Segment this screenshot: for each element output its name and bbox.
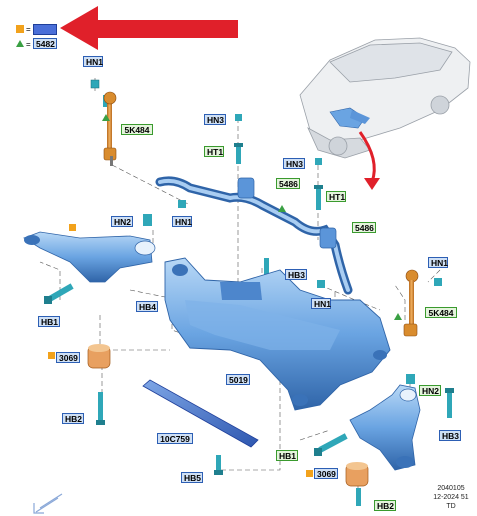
- label-ht1-top[interactable]: HT1: [204, 146, 224, 157]
- end-link-left: [103, 91, 117, 166]
- svg-text:=: =: [26, 25, 31, 34]
- legend-square-icon: [16, 25, 24, 33]
- bolt-hb2-left: [96, 392, 105, 425]
- vehicle-suspension-highlight-2: [350, 110, 370, 124]
- drawing-stamp: 2040105 12-2024 51 TD: [428, 484, 474, 511]
- label-hn1-low[interactable]: HN1: [311, 298, 331, 309]
- square-marker: [48, 352, 55, 359]
- label-hn3-right[interactable]: HN3: [283, 158, 305, 169]
- bolt-hb3-right: [445, 388, 454, 418]
- nut-hn1-top: [90, 79, 100, 89]
- underbody-shield-10C759: [142, 379, 259, 448]
- triangle-marker: [394, 313, 402, 320]
- bushing-left-3069: [87, 344, 111, 369]
- label-hb3-right[interactable]: HB3: [439, 430, 461, 441]
- bolt-hb1-left: [44, 283, 74, 304]
- svg-text:=: =: [26, 40, 31, 49]
- control-arm-right: [349, 374, 421, 471]
- bar-bushing-left: [237, 177, 255, 199]
- label-3069-left[interactable]: 3069: [56, 352, 80, 363]
- label-hn1-mid[interactable]: HN1: [172, 216, 192, 227]
- direction-arrow-icon: [33, 493, 63, 514]
- nut-hn1-mid: [178, 200, 186, 208]
- label-5019[interactable]: 5019: [226, 374, 250, 385]
- stamp-line-1: 2040105: [437, 485, 465, 492]
- label-hn1-right[interactable]: HN1: [428, 257, 448, 268]
- bolt-hb5: [214, 455, 223, 475]
- label-5486-top[interactable]: 5486: [276, 178, 300, 189]
- bolt-hb1-right: [314, 433, 348, 456]
- bolt-hb2-right: [356, 488, 361, 506]
- legend-square-code[interactable]: 5479: [33, 24, 57, 35]
- legend-triangle-icon: [16, 40, 24, 47]
- subframe-5019: [164, 257, 391, 411]
- label-hb2-left[interactable]: HB2: [62, 413, 84, 424]
- nut-hn1-low: [317, 280, 325, 288]
- label-ht1-right[interactable]: HT1: [326, 191, 346, 202]
- bolt-ht1-top: [234, 143, 243, 164]
- stamp-line-3: TD: [446, 503, 456, 510]
- label-hn3-top[interactable]: HN3: [204, 114, 226, 125]
- vehicle-outline: [299, 37, 471, 159]
- label-hn2-left[interactable]: HN2: [111, 216, 133, 227]
- square-marker: [306, 470, 313, 477]
- label-hb5[interactable]: HB5: [181, 472, 203, 483]
- label-5k484-left[interactable]: 5K484: [121, 124, 153, 135]
- nut-hn3-top: [235, 114, 242, 121]
- label-hb2-right[interactable]: HB2: [374, 500, 396, 511]
- label-5k484-right[interactable]: 5K484: [425, 307, 457, 318]
- bolt-hb3-mid: [264, 258, 269, 278]
- label-hb4[interactable]: HB4: [136, 301, 158, 312]
- label-3069-right[interactable]: 3069: [314, 468, 338, 479]
- square-marker: [69, 224, 76, 231]
- nut-hn3-right: [315, 158, 322, 165]
- bolt-ht1-right: [314, 185, 323, 210]
- end-link-right: [403, 269, 419, 337]
- label-hb1-left[interactable]: HB1: [38, 316, 60, 327]
- label-hb1-right[interactable]: HB1: [276, 450, 298, 461]
- triangle-marker: [278, 205, 286, 212]
- bar-bushing-right: [319, 227, 337, 249]
- label-hn2-right[interactable]: HN2: [419, 385, 441, 396]
- label-hn1-top[interactable]: HN1: [83, 56, 103, 67]
- nut-hn1-right: [434, 278, 442, 286]
- bushing-right-3069: [345, 462, 369, 487]
- control-arm-left: [23, 214, 156, 283]
- legend-triangle-code[interactable]: 5482: [33, 38, 57, 49]
- triangle-marker: [102, 114, 110, 121]
- stamp-line-2: 12-2024 51: [433, 494, 469, 501]
- label-5486-right[interactable]: 5486: [352, 222, 376, 233]
- pointer-arrow: [60, 6, 238, 50]
- label-10c759[interactable]: 10C759: [157, 433, 193, 444]
- label-hb3-mid[interactable]: HB3: [285, 269, 307, 280]
